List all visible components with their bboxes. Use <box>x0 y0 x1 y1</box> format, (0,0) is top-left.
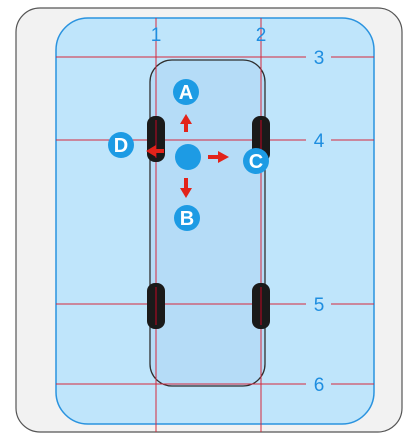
grid-label-6: 6 <box>314 375 325 396</box>
marker-c-label: C <box>249 151 263 173</box>
grid-label-5: 5 <box>314 295 325 316</box>
marker-b: B <box>174 205 200 231</box>
grid-label-2: 2 <box>256 25 267 46</box>
grid-label-3: 3 <box>314 48 325 69</box>
marker-c: C <box>243 148 269 174</box>
marker-a: A <box>173 79 199 105</box>
center-point <box>175 144 201 170</box>
marker-a-label: A <box>179 82 193 104</box>
grid-label-4: 4 <box>314 131 325 152</box>
grid-label-1: 1 <box>151 25 162 46</box>
marker-d: D <box>108 132 134 158</box>
marker-d-label: D <box>114 135 128 157</box>
vehicle-body <box>150 60 265 386</box>
marker-b-label: B <box>180 208 194 230</box>
